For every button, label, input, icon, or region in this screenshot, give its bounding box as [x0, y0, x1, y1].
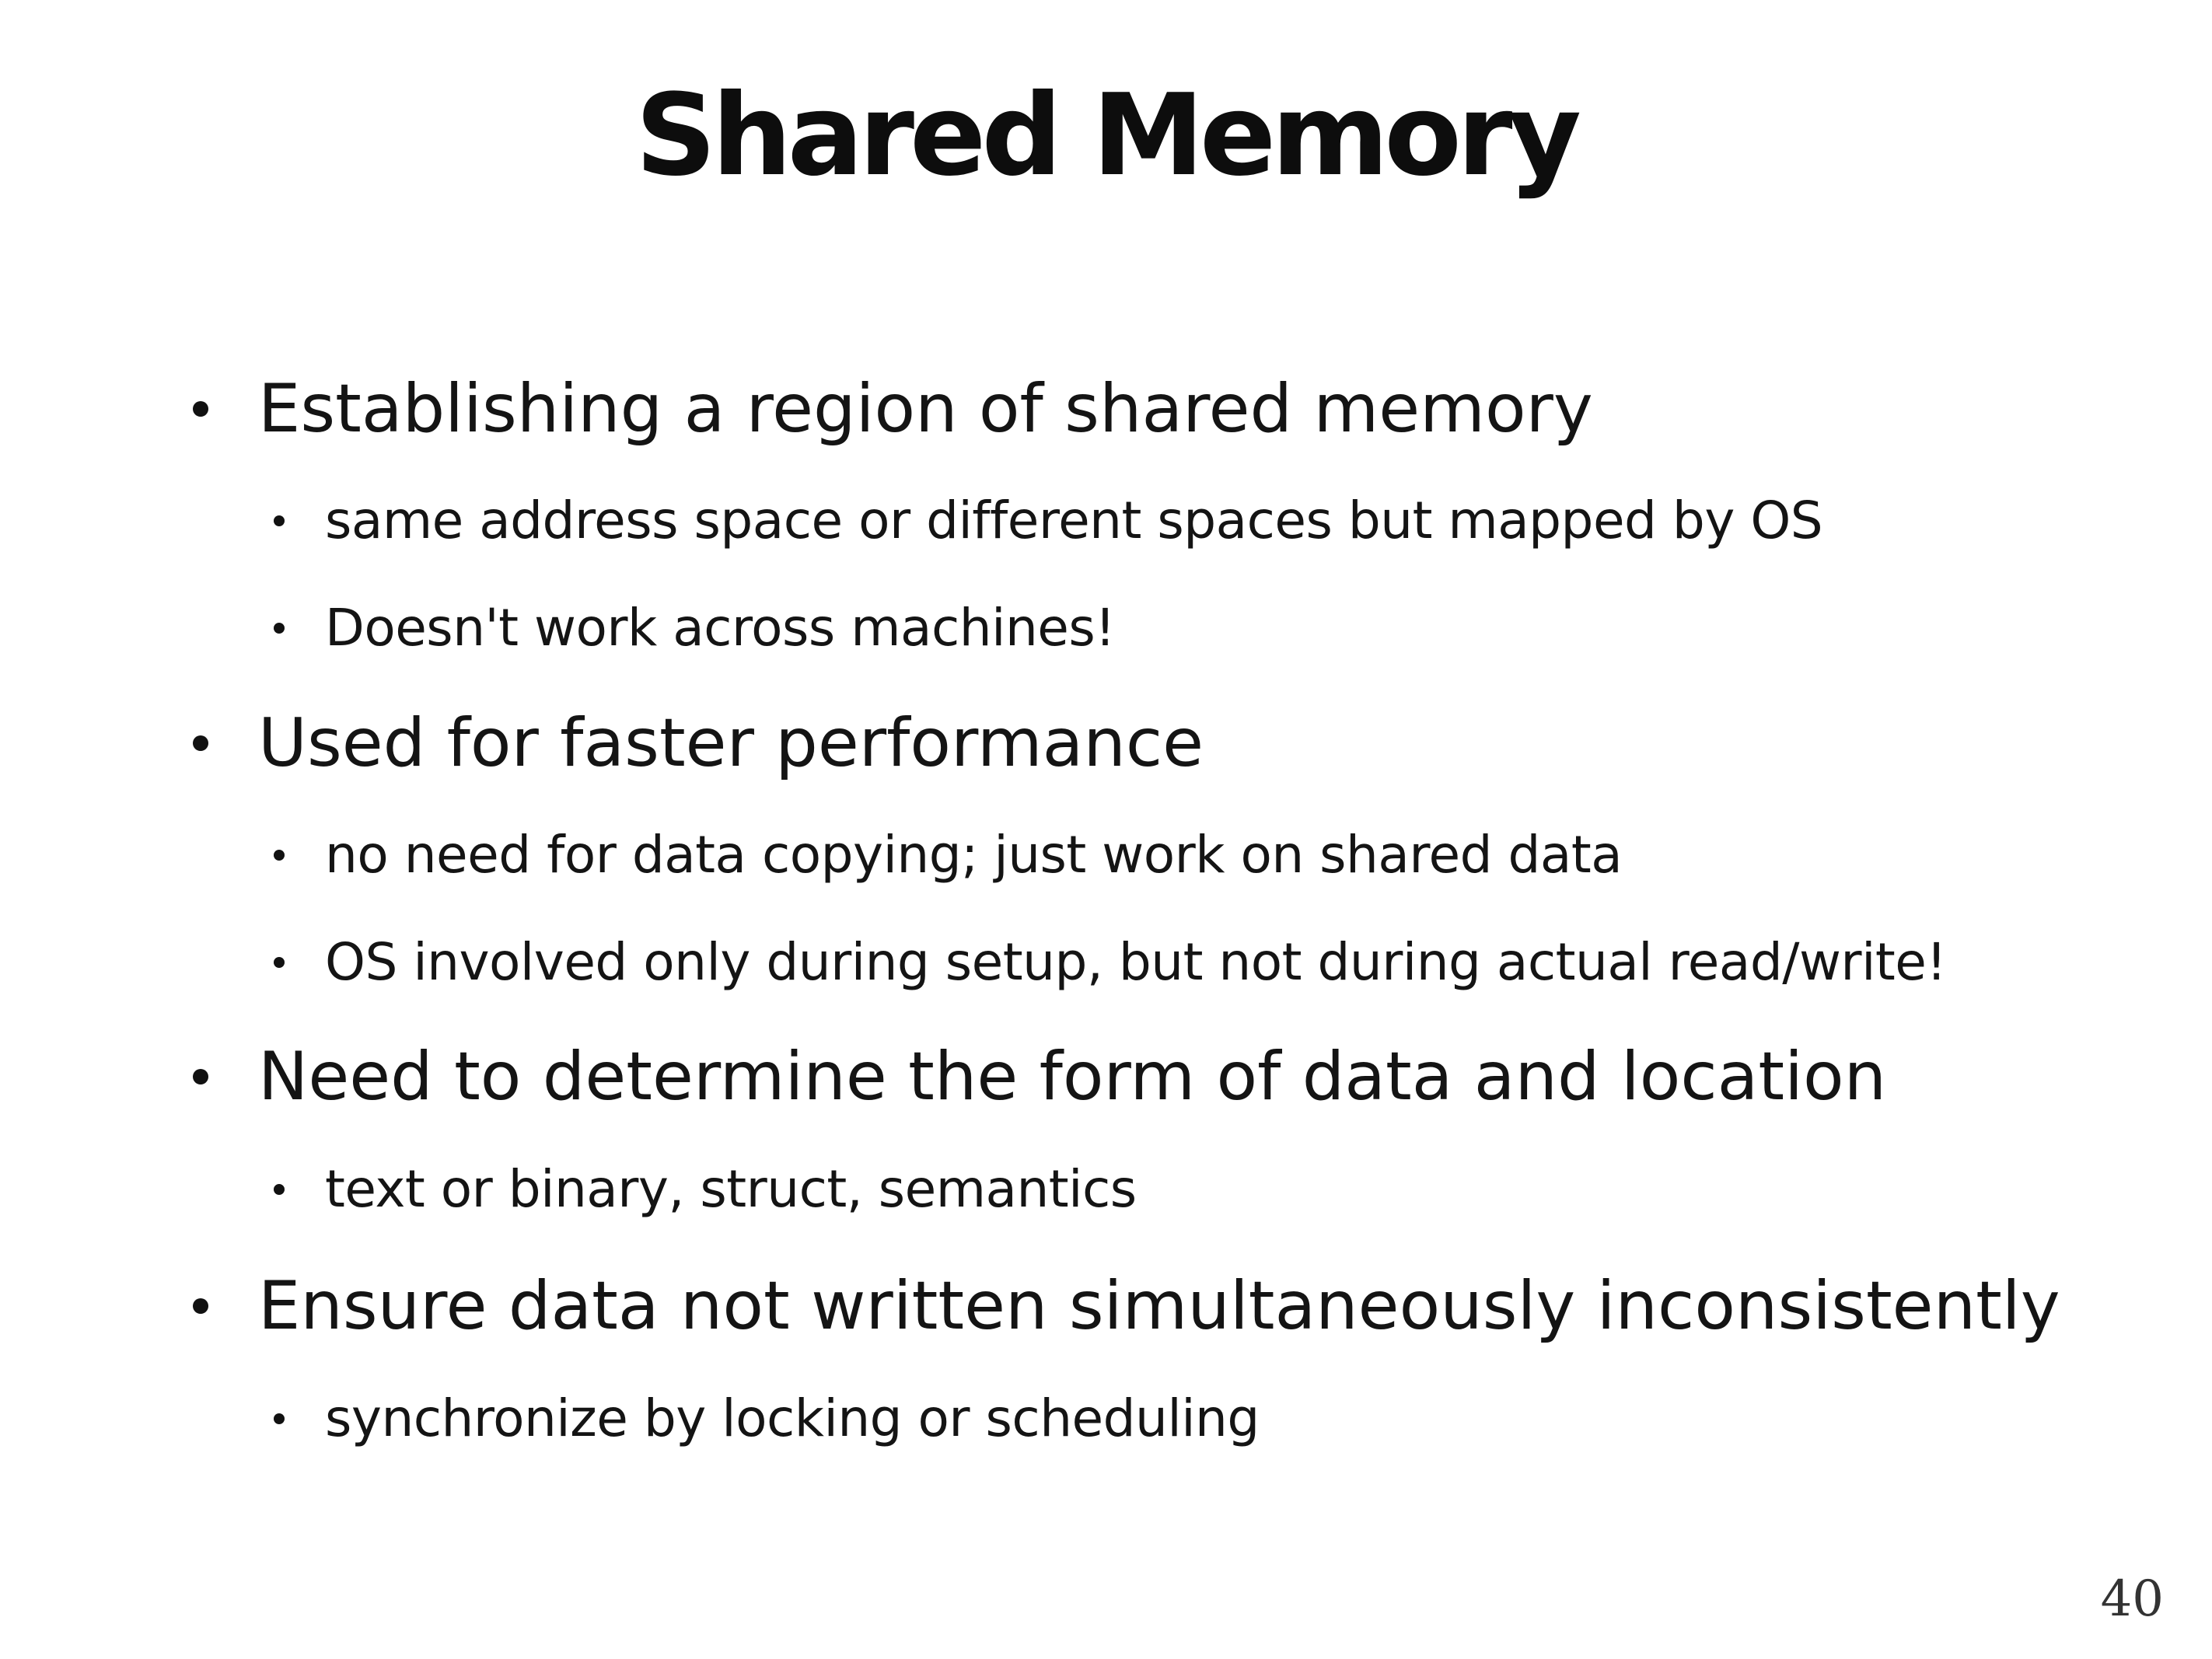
bullet-text: Used for faster performance — [258, 704, 1204, 782]
sub-bullet-item: no need for data copying; just work on s… — [274, 824, 1623, 886]
bullet-item: Used for faster performance — [193, 704, 1204, 782]
sub-bullet-item: Doesn't work across machines! — [274, 597, 1116, 659]
bullet-text: Ensure data not written simultaneously i… — [258, 1267, 2060, 1345]
sub-bullet-text: Doesn't work across machines! — [325, 598, 1116, 658]
bullet-item: Ensure data not written simultaneously i… — [193, 1267, 2060, 1345]
bullet-item: Need to determine the form of data and l… — [193, 1038, 1886, 1116]
sub-bullet-text: same address space or different spaces b… — [325, 491, 1823, 550]
bullet-text: Need to determine the form of data and l… — [258, 1038, 1887, 1116]
sub-bullet-text: no need for data copying; just work on s… — [325, 825, 1623, 885]
bullet-item: Establishing a region of shared memory — [193, 370, 1593, 448]
slide-title: Shared Memory — [635, 70, 1581, 201]
page-number: 40 — [2100, 1570, 2164, 1628]
sub-bullet-dot-icon — [274, 623, 285, 634]
sub-bullet-item: OS involved only during setup, but not d… — [274, 931, 1947, 994]
bullet-dot-icon — [193, 1069, 208, 1084]
bullet-text: Establishing a region of shared memory — [258, 370, 1593, 448]
bullet-dot-icon — [193, 735, 208, 751]
sub-bullet-text: synchronize by locking or scheduling — [325, 1388, 1260, 1448]
sub-bullet-dot-icon — [274, 1413, 285, 1424]
sub-bullet-dot-icon — [274, 957, 285, 968]
sub-bullet-dot-icon — [274, 850, 285, 861]
sub-bullet-item: same address space or different spaces b… — [274, 490, 1823, 552]
sub-bullet-dot-icon — [274, 515, 285, 526]
sub-bullet-dot-icon — [274, 1184, 285, 1195]
bullet-dot-icon — [193, 401, 208, 417]
bullet-dot-icon — [193, 1298, 208, 1314]
sub-bullet-item: synchronize by locking or scheduling — [274, 1388, 1260, 1450]
sub-bullet-text: OS involved only during setup, but not d… — [325, 932, 1947, 992]
sub-bullet-text: text or binary, struct, semantics — [325, 1159, 1137, 1219]
sub-bullet-item: text or binary, struct, semantics — [274, 1158, 1137, 1221]
